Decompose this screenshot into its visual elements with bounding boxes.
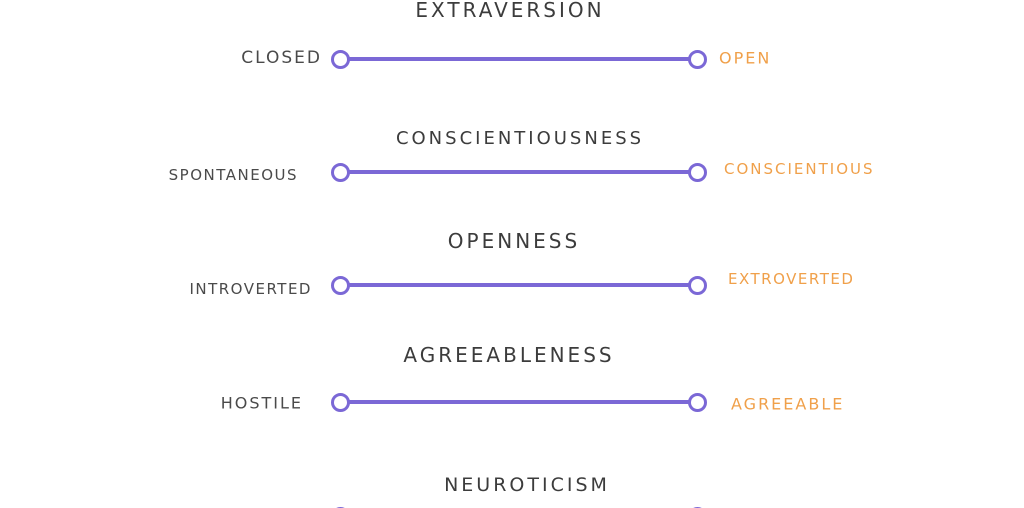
trait-left-label-conscientiousness: SPONTANEOUS xyxy=(168,166,298,184)
scale-right-endpoint xyxy=(688,163,707,182)
trait-scale-agreeableness xyxy=(331,392,707,412)
scale-right-endpoint xyxy=(688,276,707,295)
trait-left-label-extraversion: CLOSED xyxy=(241,48,322,68)
trait-left-label-openness: INTROVERTED xyxy=(189,280,312,298)
scale-right-endpoint xyxy=(688,50,707,69)
scale-line xyxy=(341,57,697,61)
trait-right-label-extraversion: OPEN xyxy=(719,48,772,68)
trait-heading-conscientiousness: CONSCIENTIOUSNESS xyxy=(395,128,645,149)
scale-left-endpoint xyxy=(331,50,350,69)
trait-right-label-openness: EXTROVERTED xyxy=(728,270,855,288)
trait-scale-openness xyxy=(331,275,707,295)
scale-line xyxy=(341,400,697,404)
trait-left-label-agreeableness: HOSTILE xyxy=(220,393,303,413)
trait-scale-extraversion xyxy=(331,49,707,69)
scale-left-endpoint xyxy=(331,393,350,412)
scale-left-endpoint xyxy=(331,163,350,182)
trait-heading-extraversion: EXTRAVERSION xyxy=(415,0,605,22)
trait-right-label-conscientiousness: CONSCIENTIOUS xyxy=(724,160,875,178)
scale-right-endpoint xyxy=(688,393,707,412)
trait-heading-openness: OPENNESS xyxy=(447,229,581,253)
scale-line xyxy=(341,170,697,174)
trait-scale-conscientiousness xyxy=(331,162,707,182)
trait-heading-neuroticism: NEUROTICISM xyxy=(444,474,610,496)
trait-right-label-agreeableness: AGREEABLE xyxy=(731,394,845,414)
scale-left-endpoint xyxy=(331,276,350,295)
scale-line xyxy=(341,283,697,287)
trait-heading-agreeableness: AGREEABLENESS xyxy=(403,343,615,367)
